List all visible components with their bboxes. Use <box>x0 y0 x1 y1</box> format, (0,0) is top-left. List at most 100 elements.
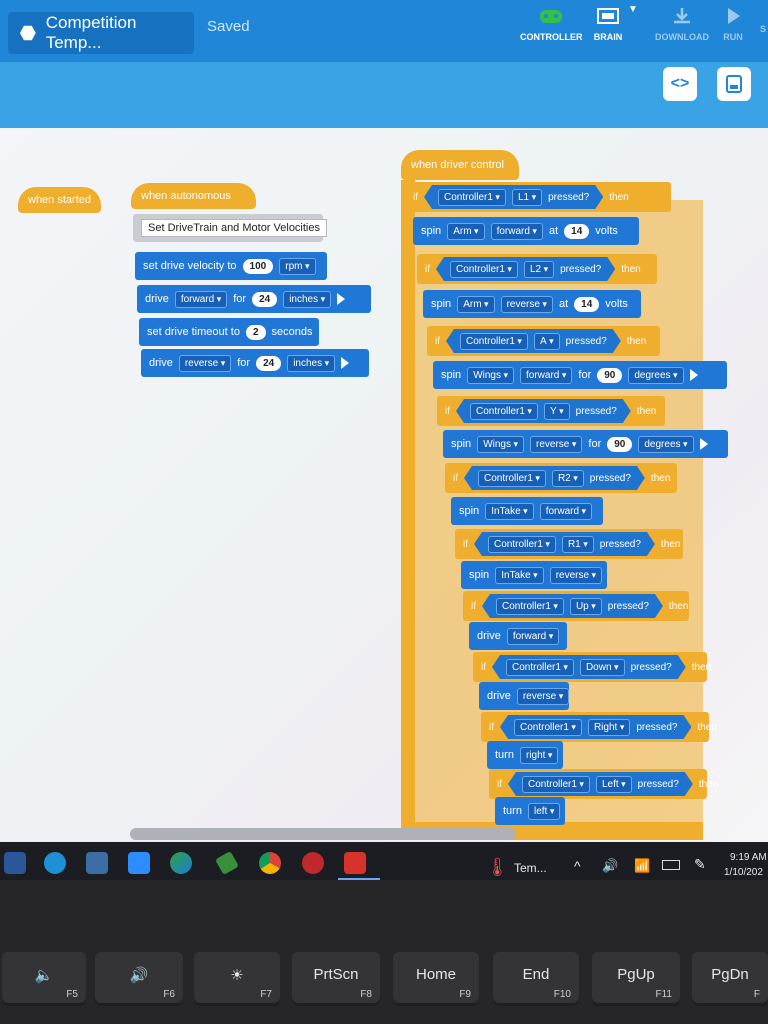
expand-arrow-icon[interactable] <box>699 438 708 450</box>
volume-icon[interactable]: 🔊 <box>602 858 619 873</box>
controller-dropdown[interactable]: Controller1 <box>450 261 518 278</box>
if-R2-block[interactable]: if Controller1 R2 pressed? then <box>445 463 677 493</box>
drive-direction-dropdown[interactable]: forward <box>174 290 228 308</box>
pressed-condition[interactable]: Controller1 Up pressed? <box>482 594 663 618</box>
direction-dropdown[interactable]: forward <box>490 222 543 240</box>
key-f5[interactable]: 🔈F5 <box>2 952 86 1006</box>
turn-left-block[interactable]: turn left <box>495 797 565 825</box>
drive-forward-block[interactable]: drive forward <box>469 622 567 650</box>
zoom-icon[interactable] <box>128 852 150 874</box>
button-dropdown[interactable]: L2 <box>524 261 554 278</box>
edge-legacy-icon[interactable] <box>44 852 66 874</box>
motor-dropdown[interactable]: InTake <box>485 502 534 520</box>
wifi-icon[interactable]: 📶 <box>634 858 651 873</box>
if-L1-block[interactable]: if Controller1 L1 pressed? then <box>405 182 671 212</box>
pressed-condition[interactable]: Controller1 Right pressed? <box>500 715 691 739</box>
vexcode-icon[interactable] <box>344 852 366 874</box>
degrees-value[interactable]: 90 <box>607 436 633 452</box>
volts-value[interactable]: 14 <box>564 223 590 239</box>
direction-dropdown[interactable]: reverse <box>549 566 603 584</box>
button-dropdown[interactable]: Down <box>580 659 625 676</box>
when-autonomous-block[interactable]: when autonomous <box>131 183 256 209</box>
controller-dropdown[interactable]: Controller1 <box>488 536 556 553</box>
button-dropdown[interactable]: Y <box>544 403 570 420</box>
run-button[interactable]: RUN <box>718 0 748 48</box>
drive-direction-dropdown[interactable]: reverse <box>516 687 570 705</box>
controller-button[interactable]: CONTROLLER <box>520 0 583 48</box>
motor-dropdown[interactable]: Wings <box>477 435 525 453</box>
distance-unit-dropdown[interactable]: inches <box>287 354 336 372</box>
brain-dropdown-icon[interactable]: ▼ <box>628 4 638 15</box>
if-R1-block[interactable]: if Controller1 R1 pressed? then <box>455 529 683 559</box>
motor-dropdown[interactable]: Arm <box>457 295 495 313</box>
direction-dropdown[interactable]: forward <box>539 502 593 520</box>
drive-for-block-2[interactable]: drive reverse for 24 inches <box>141 349 369 377</box>
timeout-value[interactable]: 2 <box>245 324 266 340</box>
comment-block[interactable]: Set DriveTrain and Motor Velocities <box>133 214 327 242</box>
button-dropdown[interactable]: Right <box>588 719 630 736</box>
device-info-button[interactable] <box>717 67 751 101</box>
pressed-condition[interactable]: Controller1 Y pressed? <box>456 399 631 423</box>
button-dropdown[interactable]: L1 <box>512 189 542 206</box>
app-icon[interactable] <box>302 852 324 874</box>
direction-dropdown[interactable]: reverse <box>530 435 583 453</box>
project-title-button[interactable]: Competition Temp... <box>8 12 194 54</box>
drive-for-block-1[interactable]: drive forward for 24 inches <box>137 285 371 313</box>
set-drive-timeout-block[interactable]: set drive timeout to 2 seconds <box>139 318 319 346</box>
degrees-value[interactable]: 90 <box>597 367 623 383</box>
pressed-condition[interactable]: Controller1 Left pressed? <box>508 772 693 796</box>
distance-value[interactable]: 24 <box>252 291 278 307</box>
spin-wings-forward-block[interactable]: spin Wings forward for 90 degrees <box>433 361 727 389</box>
if-Up-block[interactable]: if Controller1 Up pressed? then <box>463 591 689 621</box>
button-dropdown[interactable]: R2 <box>552 470 584 487</box>
degrees-unit-dropdown[interactable]: degrees <box>628 366 684 384</box>
spin-wings-reverse-block[interactable]: spin Wings reverse for 90 degrees <box>443 430 728 458</box>
distance-unit-dropdown[interactable]: inches <box>283 290 332 308</box>
spin-intake-forward-block[interactable]: spin InTake forward <box>451 497 603 525</box>
weather-text[interactable]: Tem... <box>514 861 547 875</box>
button-dropdown[interactable]: Up <box>570 598 602 615</box>
pressed-condition[interactable]: Controller1 R1 pressed? <box>474 532 655 556</box>
direction-dropdown[interactable]: forward <box>520 366 573 384</box>
edge-icon[interactable] <box>170 852 192 874</box>
chevron-up-icon[interactable]: ^ <box>574 858 581 874</box>
expand-arrow-icon[interactable] <box>689 369 698 381</box>
controller-dropdown[interactable]: Controller1 <box>496 598 564 615</box>
direction-dropdown[interactable]: reverse <box>500 295 553 313</box>
spin-arm-reverse-block[interactable]: spin Arm reverse at 14 volts <box>423 290 641 318</box>
horizontal-scrollbar[interactable] <box>130 828 516 840</box>
download-button[interactable]: DOWNLOAD <box>652 0 712 48</box>
calculator-icon[interactable] <box>86 852 108 874</box>
spin-intake-reverse-block[interactable]: spin InTake reverse <box>461 561 607 589</box>
when-driver-control-block[interactable]: when driver control <box>401 150 519 180</box>
pen-icon[interactable]: ✎ <box>694 856 706 872</box>
controller-dropdown[interactable]: Controller1 <box>522 776 590 793</box>
turn-right-block[interactable]: turn right <box>487 741 563 769</box>
motor-dropdown[interactable]: InTake <box>495 566 544 584</box>
velocity-value[interactable]: 100 <box>242 258 274 274</box>
stop-button-partial[interactable]: S <box>758 24 768 72</box>
if-L2-block[interactable]: if Controller1 L2 pressed? then <box>417 254 657 284</box>
set-drive-velocity-block[interactable]: set drive velocity to 100 rpm <box>135 252 327 280</box>
button-dropdown[interactable]: R1 <box>562 536 594 553</box>
drive-direction-dropdown[interactable]: reverse <box>178 354 232 372</box>
if-Down-block[interactable]: if Controller1 Down pressed? then <box>473 652 711 682</box>
controller-dropdown[interactable]: Controller1 <box>478 470 546 487</box>
pressed-condition[interactable]: Controller1 A pressed? <box>446 329 621 353</box>
chrome-icon[interactable] <box>259 852 281 874</box>
controller-dropdown[interactable]: Controller1 <box>470 403 538 420</box>
code-view-button[interactable]: <> <box>663 67 697 101</box>
velocity-unit-dropdown[interactable]: rpm <box>279 257 316 275</box>
pressed-condition[interactable]: Controller1 L1 pressed? <box>424 185 603 209</box>
pressed-condition[interactable]: Controller1 Down pressed? <box>492 655 686 679</box>
drive-reverse-block[interactable]: drive reverse <box>479 682 570 710</box>
if-A-block[interactable]: if Controller1 A pressed? then <box>427 326 660 356</box>
expand-arrow-icon[interactable] <box>337 293 346 305</box>
expand-arrow-icon[interactable] <box>341 357 350 369</box>
word-icon[interactable] <box>4 852 26 874</box>
when-started-block[interactable]: when started <box>18 187 101 213</box>
